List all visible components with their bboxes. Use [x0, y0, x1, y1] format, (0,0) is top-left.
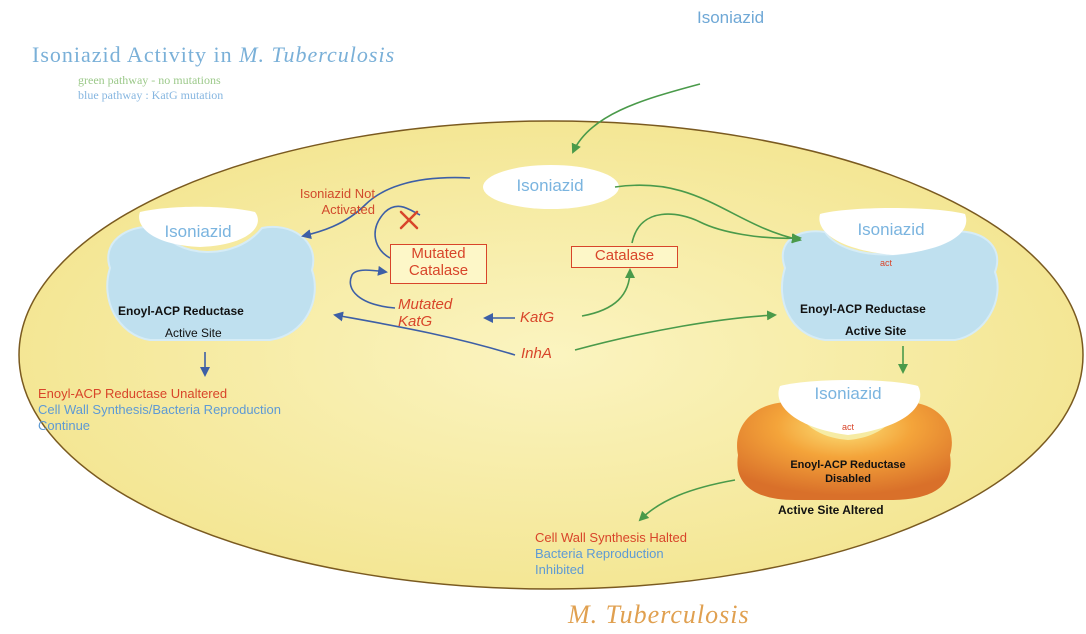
inha-label: InhA [521, 345, 552, 362]
arrow-catalase-to-left [374, 205, 421, 259]
diagram-title: Isoniazid Activity in M. Tuberculosis [32, 42, 396, 67]
arrow-center-to-left [301, 176, 471, 240]
blocked-x-icon [399, 210, 419, 230]
arrow-katg-to-catalase [581, 268, 635, 317]
arrow-disabled-to-outcome [638, 479, 736, 522]
isoniazid-top-label: Isoniazid [697, 8, 765, 27]
arrow-inha-to-left [333, 311, 516, 356]
arrow-catalase-to-right [631, 213, 802, 244]
arrow-mutkatg-to-mutcatalase [349, 265, 396, 309]
isoniazid-center-label: Isoniazid [516, 176, 584, 195]
left-outcome: Enoyl-ACP Reductase Unaltered Cell Wall … [38, 386, 282, 433]
isoniazid-lower-label: Isoniazid [814, 384, 882, 403]
arrow-inha-to-right [574, 310, 777, 351]
right-active-site: Active Site [845, 324, 907, 338]
isoniazid-left-label: Isoniazid [164, 222, 232, 241]
left-enzyme-shape [106, 206, 316, 341]
arrow-center-to-right [614, 184, 802, 244]
cell-label: M. Tuberculosis [568, 600, 750, 629]
right-enzyme-shape [780, 208, 999, 341]
disabled-enzyme-shape [737, 380, 952, 500]
right-enzyme-name: Enoyl-ACP Reductase [800, 302, 926, 316]
isoniazid-right-label: Isoniazid [857, 220, 925, 239]
catalase-box: Catalase [571, 246, 678, 268]
right-act-label: act [880, 258, 893, 268]
katg-label: KatG [520, 309, 555, 326]
left-active-site: Active Site [165, 326, 222, 340]
legend-green-pathway: green pathway - no mutations [78, 73, 221, 87]
right-outcome: Cell Wall Synthesis Halted Bacteria Repr… [535, 530, 687, 577]
isoniazid-center-blob [483, 165, 619, 209]
left-enzyme-name: Enoyl-ACP Reductase [118, 304, 244, 318]
disabled-act-label: act [842, 422, 855, 432]
arrow-top-to-center [571, 83, 701, 154]
legend-blue-pathway: blue pathway : KatG mutation [78, 88, 224, 102]
active-site-altered: Active Site Altered [778, 503, 884, 517]
